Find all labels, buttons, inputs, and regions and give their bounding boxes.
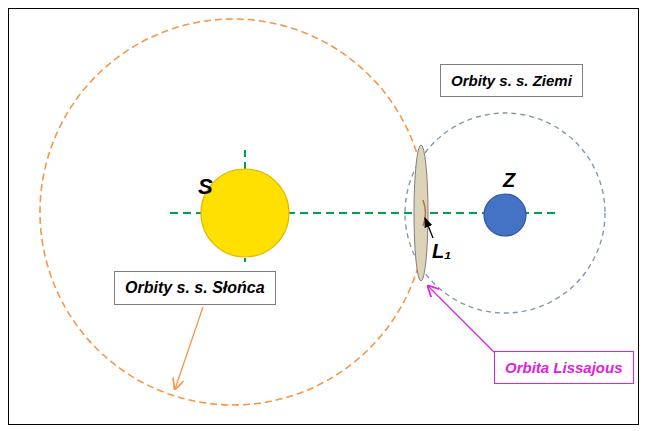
orbit-arc <box>423 200 426 226</box>
sun-circle: S <box>200 168 290 258</box>
node-label: Orbity s. s. Słońca <box>125 279 265 297</box>
leader-line <box>175 307 203 389</box>
label-box: Orbity s. s. Ziemi <box>440 64 583 97</box>
leader-line <box>428 286 498 356</box>
leader-line <box>425 218 433 238</box>
node-label: Orbita Lissajous <box>505 359 623 376</box>
earth-circle: Z <box>483 193 527 237</box>
point-label: L₁ <box>432 240 451 263</box>
node-label: S <box>198 174 213 200</box>
earth-circle-shape <box>483 193 527 237</box>
node-label: Z <box>503 169 515 192</box>
node-label: Orbity s. s. Ziemi <box>451 72 572 89</box>
frame <box>9 9 639 425</box>
label-box: Orbity s. s. Słońca <box>114 271 276 305</box>
label-box: Orbita Lissajous <box>494 351 634 384</box>
lissajous-orbit <box>414 145 428 281</box>
sun-circle-shape <box>200 168 290 258</box>
